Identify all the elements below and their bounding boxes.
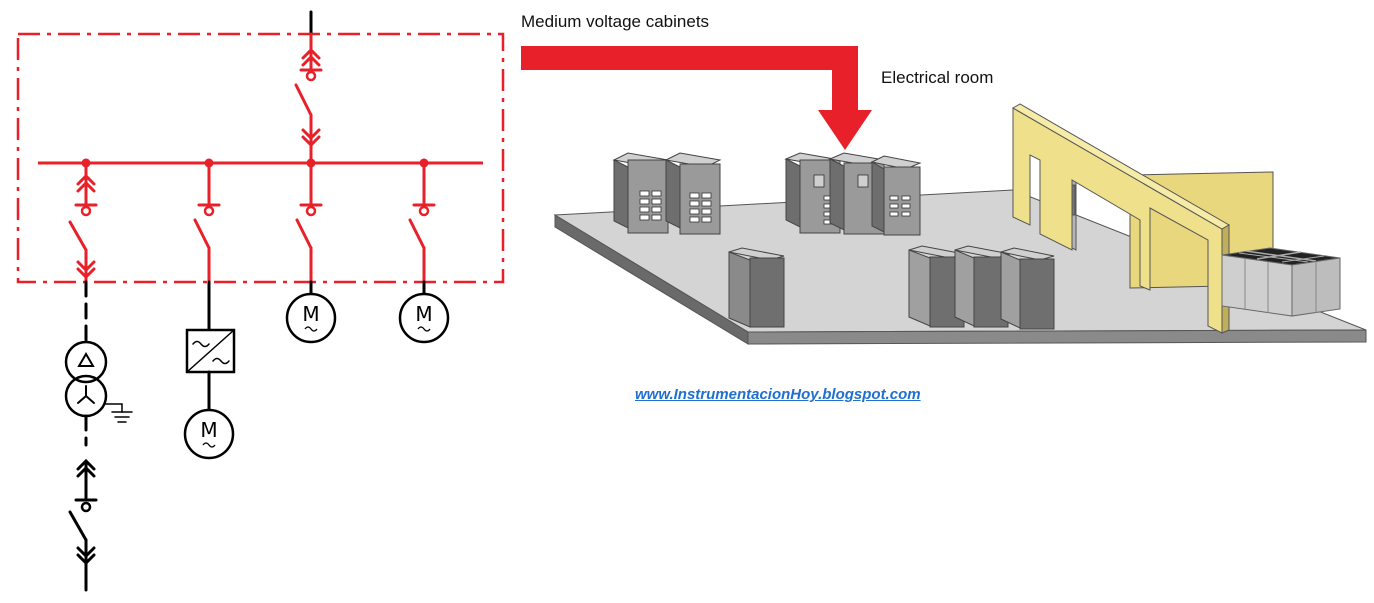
- website-link[interactable]: www.InstrumentacionHoy.blogspot.com: [635, 386, 921, 403]
- feeder-vfd-motor: [185, 161, 236, 412]
- floor-side: [554, 214, 749, 345]
- cable-tray: [1221, 247, 1341, 317]
- mv-cabinet: [870, 155, 922, 236]
- transformer-icon: [64, 340, 123, 418]
- lv-cabinet: [1000, 247, 1055, 330]
- feeder-motor-2: [295, 161, 323, 297]
- svg-text:M: M: [200, 418, 217, 442]
- arrow-icon: [521, 46, 872, 150]
- motor-icon: M: [183, 408, 235, 460]
- single-line-diagram: M M M: [16, 10, 505, 592]
- label-medium-voltage-cabinets: Medium voltage cabinets: [521, 12, 710, 31]
- vfd-icon: [185, 328, 236, 374]
- feeder-transformer: [64, 161, 133, 592]
- svg-text:M: M: [415, 302, 432, 326]
- switchgear-enclosure: [16, 32, 505, 284]
- ground-icon: [111, 411, 133, 423]
- mv-cabinet: [612, 152, 670, 234]
- label-electrical-room: Electrical room: [881, 68, 994, 87]
- floor-front: [747, 329, 1367, 345]
- feeder-motor-3: [408, 161, 436, 297]
- incoming-feeder: [294, 10, 323, 165]
- motor-icon: M: [398, 292, 450, 344]
- svg-text:M: M: [302, 302, 319, 326]
- motor-icon: M: [285, 292, 337, 344]
- mv-cabinet: [664, 152, 722, 235]
- electrical-room-illustration: [553, 103, 1367, 345]
- lv-cabinet: [728, 247, 785, 328]
